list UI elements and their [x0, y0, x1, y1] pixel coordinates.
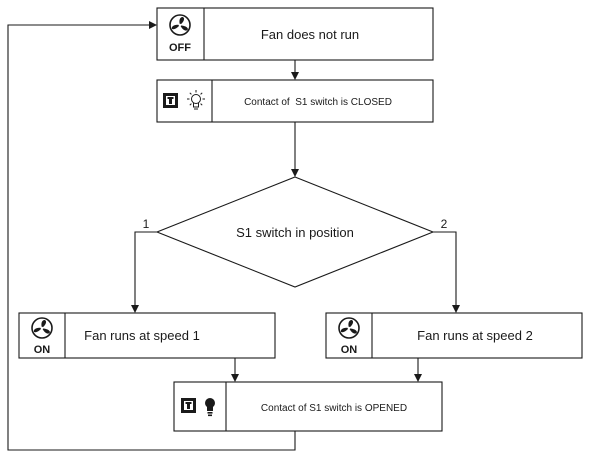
node-contact-opened-text: Contact of S1 switch is OPENED [261, 403, 407, 414]
arrowhead [414, 374, 422, 382]
node-fan-speed-2: ON Fan runs at speed 2 [325, 312, 583, 359]
connector-branch-1 [134, 231, 157, 307]
switch-icon [163, 93, 178, 108]
branch-label-2: 2 [441, 217, 448, 231]
connector-loop-back [7, 24, 296, 451]
light-bulb-on-icon [187, 90, 205, 110]
switch-icon [181, 398, 196, 413]
arrowhead [291, 169, 299, 177]
decision-text: S1 switch in position [236, 225, 354, 240]
svg-text:OFF: OFF [169, 42, 191, 54]
branch-label-1: 1 [143, 217, 150, 231]
connectors [7, 21, 460, 451]
node-contact-opened: Contact of S1 switch is OPENED [173, 381, 443, 432]
arrowhead [452, 305, 460, 313]
node-contact-closed-text: Contact of S1 switch is CLOSED [244, 97, 392, 108]
svg-text:ON: ON [341, 344, 358, 356]
arrowhead [131, 305, 139, 313]
fan-on-icon: ON [31, 317, 53, 356]
node-contact-closed: Contact of S1 switch is CLOSED [156, 79, 434, 123]
node-fan-speed-2-text: Fan runs at speed 2 [417, 328, 533, 343]
connector-branch-2 [433, 231, 457, 307]
fan-off-icon: OFF [169, 14, 191, 54]
fan-on-icon: ON [338, 317, 360, 356]
light-bulb-off-icon [205, 398, 215, 417]
node-fan-speed-1-text: Fan runs at speed 1 [84, 328, 200, 343]
arrowhead [291, 72, 299, 80]
node-fan-off-text: Fan does not run [261, 27, 359, 42]
arrowhead [149, 21, 157, 29]
decision-diamond: S1 switch in position [155, 176, 435, 288]
arrowhead [231, 374, 239, 382]
node-fan-off: OFF Fan does not run [156, 7, 434, 61]
svg-text:ON: ON [34, 344, 51, 356]
node-fan-speed-1: ON Fan runs at speed 1 [18, 312, 276, 359]
